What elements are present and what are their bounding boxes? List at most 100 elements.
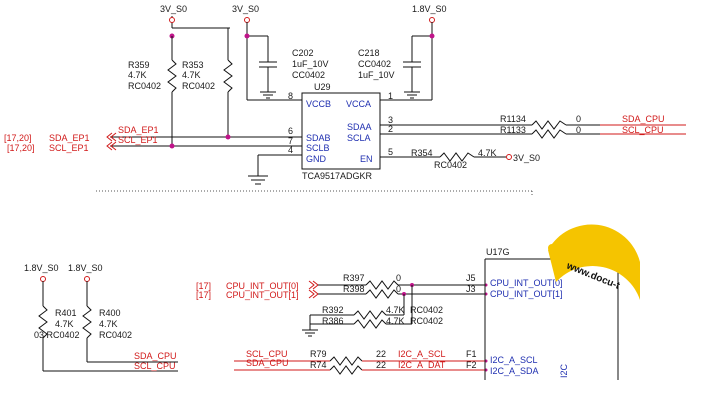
c218-package: 1uF_10V (358, 70, 395, 80)
cpu-int-out-0-ref: [17] (196, 281, 211, 291)
resistor-r386 (310, 319, 412, 329)
r386-value: 4.7K (386, 316, 405, 326)
r400-ref: R400 (99, 308, 121, 318)
pin-i2c-a-sda: I2C_A_SDA (490, 366, 539, 376)
ground-symbol-u29 (248, 154, 280, 185)
power-label-3v-left: 3V_S0 (160, 4, 187, 14)
u29-pin-num-3: 3 (388, 115, 393, 125)
sda-cpu-top-label: SDA_CPU (622, 114, 665, 124)
r1133-value: 0 (576, 125, 581, 135)
r400-package: RC0402 (99, 330, 132, 340)
net-cpu-int-out-0 (308, 280, 485, 324)
r1134-value: 0 (576, 114, 581, 124)
r397-value: 0 (396, 273, 401, 283)
net-scl-cpu-top-wire (400, 129, 686, 139)
u29-pin-num-2: 2 (388, 124, 393, 134)
r79-value: 22 (376, 349, 386, 359)
rail-3v-right (244, 17, 300, 101)
i2c-a-scl-signal: I2C_A_SCL (398, 349, 446, 359)
net-sda-cpu-top-wire (400, 120, 686, 130)
u29-pin-name-en: EN (360, 154, 373, 164)
r354-supply: 3V_S0 (513, 153, 540, 163)
pin-cpu-int-out-1: CPU_INT_OUT[1] (490, 289, 563, 299)
r398-ref: R398 (343, 284, 365, 294)
rail-3v-left (169, 16, 230, 60)
r79-ref: R79 (310, 349, 327, 359)
resistor-r353 (223, 59, 233, 137)
r1134-ref: R1134 (500, 114, 526, 124)
u29-pin-num-6: 6 (288, 126, 293, 136)
ball-f2: F2 (466, 360, 477, 370)
net-cpu-int-out-1 (308, 289, 485, 315)
sda-ep1-net: SDA_EP1 (118, 125, 159, 135)
r398-value: 0 (396, 284, 401, 294)
u29-pin-num-4: 4 (288, 145, 293, 155)
u29-ref: U29 (314, 82, 331, 92)
sda-cpu-bottom-label: SDA_CPU (134, 351, 177, 361)
cpu-int-out-1-ref: [17] (196, 290, 211, 300)
i2c-a-dat-signal: I2C_A_DAT (398, 360, 446, 370)
i2c-sda-net: SDA_CPU (246, 358, 289, 368)
scl-cpu-top-label: SCL_CPU (622, 125, 664, 135)
r359-value: 4.7K (128, 70, 147, 80)
r354-package: RC0402 (434, 160, 467, 170)
r392-ref: R392 (322, 305, 344, 315)
net-sda-ep1-wire (106, 132, 280, 142)
u17g-ref: U17G (486, 247, 510, 257)
u29-pin-name-gnd: GND (306, 154, 327, 164)
scl-ep1-ref: [17,20] (7, 143, 35, 153)
power-label-1v8-b: 1.8V_S0 (68, 263, 103, 273)
power-label-3v-right: 3V_S0 (232, 4, 259, 14)
sda-ep1-ref: [17,20] (4, 133, 32, 143)
scl-ep1-label: SCL_EP1 (49, 143, 89, 153)
r401-value: 4.7K (55, 319, 74, 329)
r401-ref: R401 (55, 308, 77, 318)
ball-j5: J5 (466, 273, 476, 283)
u29-right-pins (380, 99, 400, 158)
u29-pin-name-vcca: VCCA (346, 99, 371, 109)
r74-ref: R74 (310, 360, 327, 370)
sda-ep1-label: SDA_EP1 (49, 133, 90, 143)
u29-pin-num-1: 1 (388, 91, 393, 101)
pin-cpu-int-out-0: CPU_INT_OUT[0] (490, 278, 563, 288)
r353-value: 4.7K (182, 70, 201, 80)
c202-ref: C202 (292, 48, 314, 58)
u29-pin-name-sclb: SCLB (306, 143, 330, 153)
c202-package: CC0402 (292, 70, 325, 80)
net-scl-ep1-wire (106, 141, 280, 151)
r353-package: RC0402 (182, 81, 215, 91)
scl-ep1-net: SCL_EP1 (118, 135, 158, 145)
cpu-int-out-1-label: CPU_INT_OUT[1] (226, 290, 299, 300)
u29-pin-num-8: 8 (288, 91, 293, 101)
net-i2c-a-scl (234, 356, 485, 366)
ball-j3: J3 (466, 284, 476, 294)
resistor-r401 (38, 276, 178, 372)
c218-ref: C218 (358, 48, 380, 58)
r354-value: 4.7K (478, 148, 497, 158)
r354-ref: R354 (411, 148, 433, 158)
u29-pin-num-5: 5 (388, 147, 393, 157)
r359-ref: R359 (128, 60, 150, 70)
r359-package: RC0402 (128, 81, 161, 91)
resistor-r359 (167, 59, 177, 146)
scl-cpu-bottom-label: SCL_CPU (134, 361, 176, 371)
u17g-group-label: I2C (559, 363, 569, 378)
net-i2c-a-sda (234, 365, 485, 375)
r392-package: RC0402 (410, 305, 443, 315)
c218-value: CC0402 (358, 59, 391, 69)
resistor-r400 (82, 276, 178, 363)
u29-pin-num-7: 7 (288, 136, 293, 146)
u29-pin-name-vccb: VCCB (306, 99, 331, 109)
u29-left-pins (280, 99, 302, 156)
cpu-int-out-0-label: CPU_INT_OUT[0] (226, 281, 299, 291)
r386-ref: R386 (322, 316, 344, 326)
u29-pin-name-sdaa: SDAA (347, 122, 372, 132)
chip-u29 (301, 92, 381, 170)
rail-1v8 (380, 17, 435, 101)
resistor-r392 (310, 310, 404, 320)
c202-value: 1uF_10V (292, 59, 329, 69)
u29-pin-name-sdab: SDAB (306, 133, 331, 143)
power-label-1v8: 1.8V_S0 (412, 4, 447, 14)
u29-pin-name-scla: SCLA (347, 133, 371, 143)
